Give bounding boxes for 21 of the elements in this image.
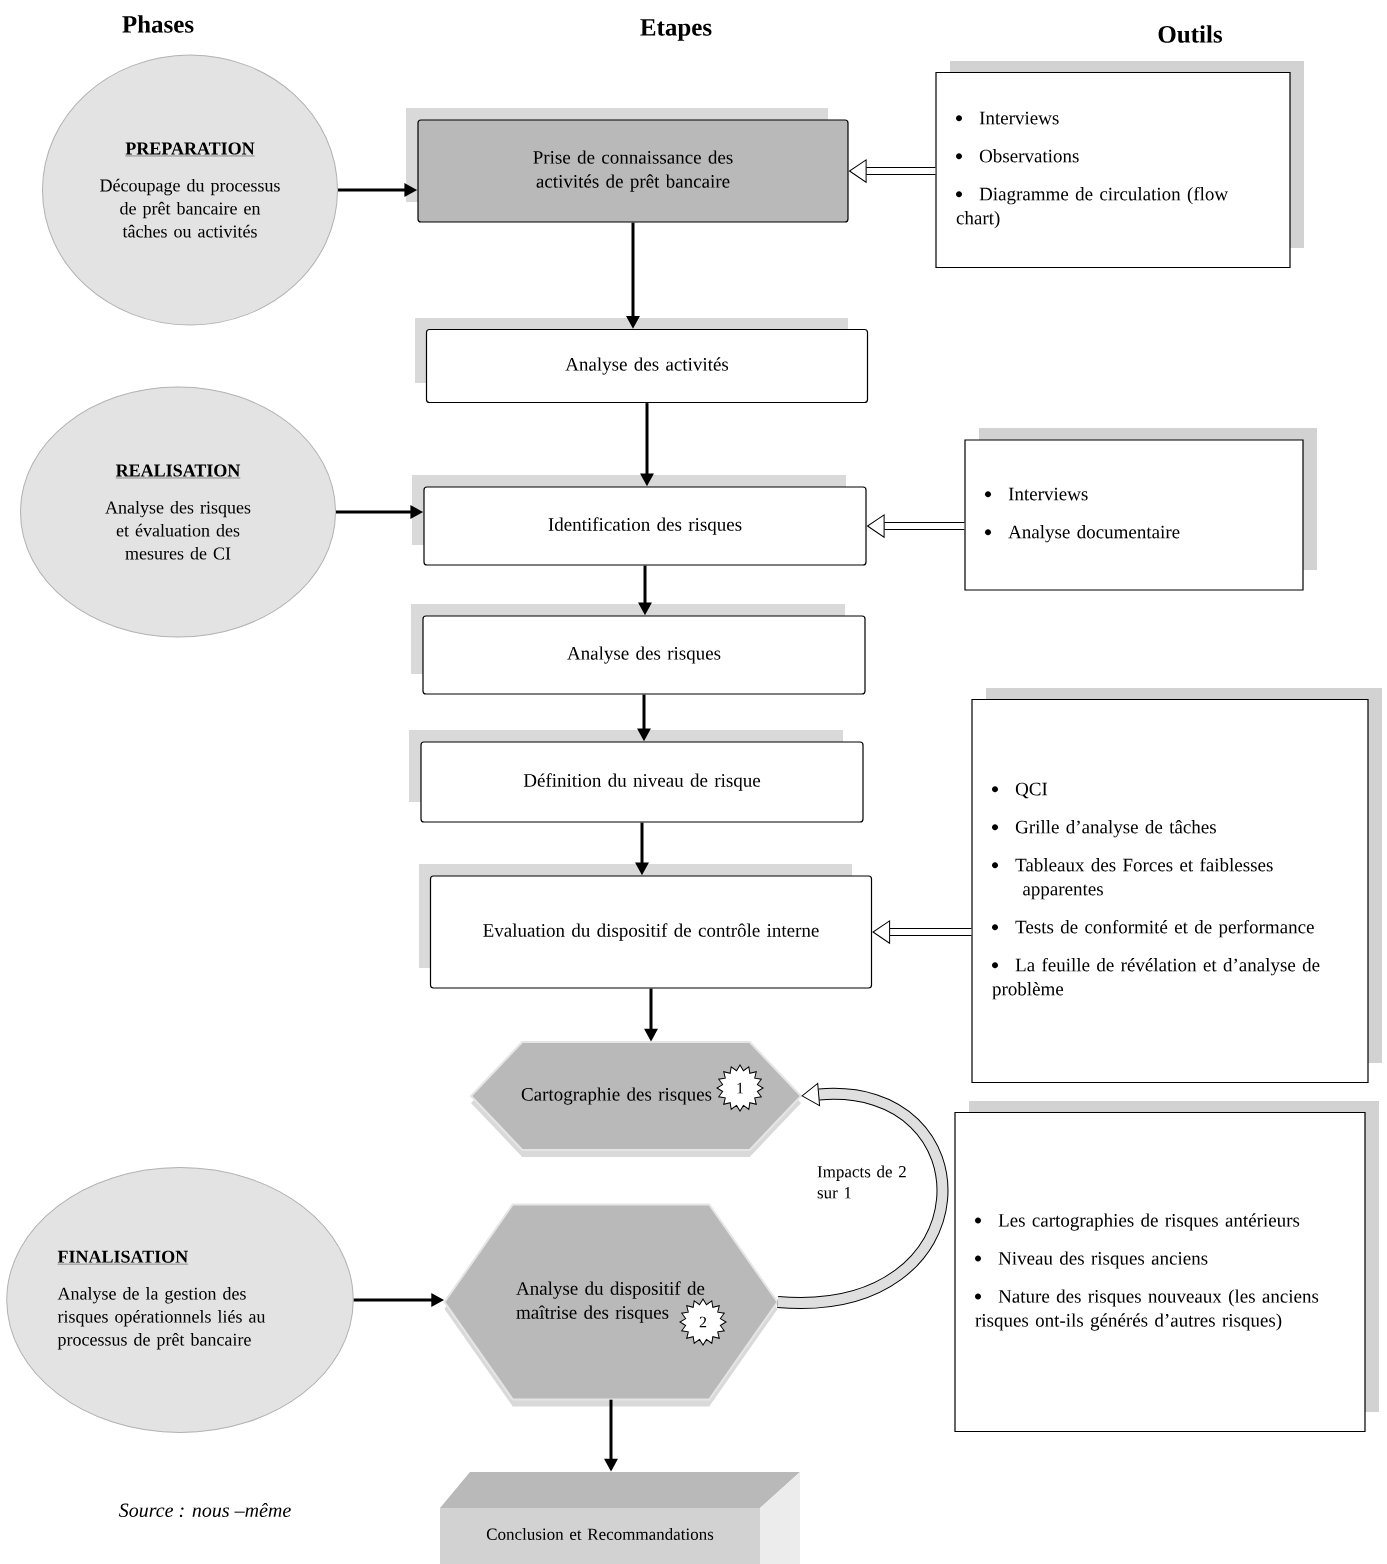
number-star: 1 <box>716 1064 764 1112</box>
column-header: Etapes <box>640 19 712 41</box>
process-box: Analyse des activités <box>415 318 869 404</box>
process-box: Définition du niveau de risque <box>409 730 864 823</box>
source-note: Source : nous –même <box>118 1502 291 1518</box>
tools-list-box: Interviews Observations Diagramme de circulation (flow chart) <box>935 61 1304 269</box>
conclusion-block: Conclusion et Recommandations <box>440 1472 800 1564</box>
edge-label: Impacts de 2 sur 1 <box>815 1163 909 1201</box>
hollow-arrow <box>867 514 965 538</box>
number-star: 2 <box>679 1298 727 1346</box>
process-box: Analyse des risques <box>411 604 866 695</box>
column-header: Outils <box>1158 25 1223 43</box>
curved-arrow <box>777 1082 949 1308</box>
tools-list-box: QCI Grille d’analyse de tâches Tableaux des Forces et faiblesses apparentes Tests de conformité et de performance La feuille de révélation et d’analyse de problème <box>971 688 1382 1084</box>
tools-list-box: Interviews Analyse documentaire <box>964 428 1317 591</box>
process-box: Prise de connaissance des activités de prêt bancaire <box>406 108 849 223</box>
tools-list-box: Les cartographies de risques antérieurs Niveau des risques anciens Nature des risques nouveaux (les anciens risques ont-ils générés d’autres risques) <box>954 1101 1379 1433</box>
process-box: Evaluation du dispositif de contrôle interne <box>419 864 873 989</box>
hollow-arrow <box>849 159 936 183</box>
hollow-arrow <box>872 920 972 944</box>
process-box: Identification des risques <box>412 475 867 566</box>
